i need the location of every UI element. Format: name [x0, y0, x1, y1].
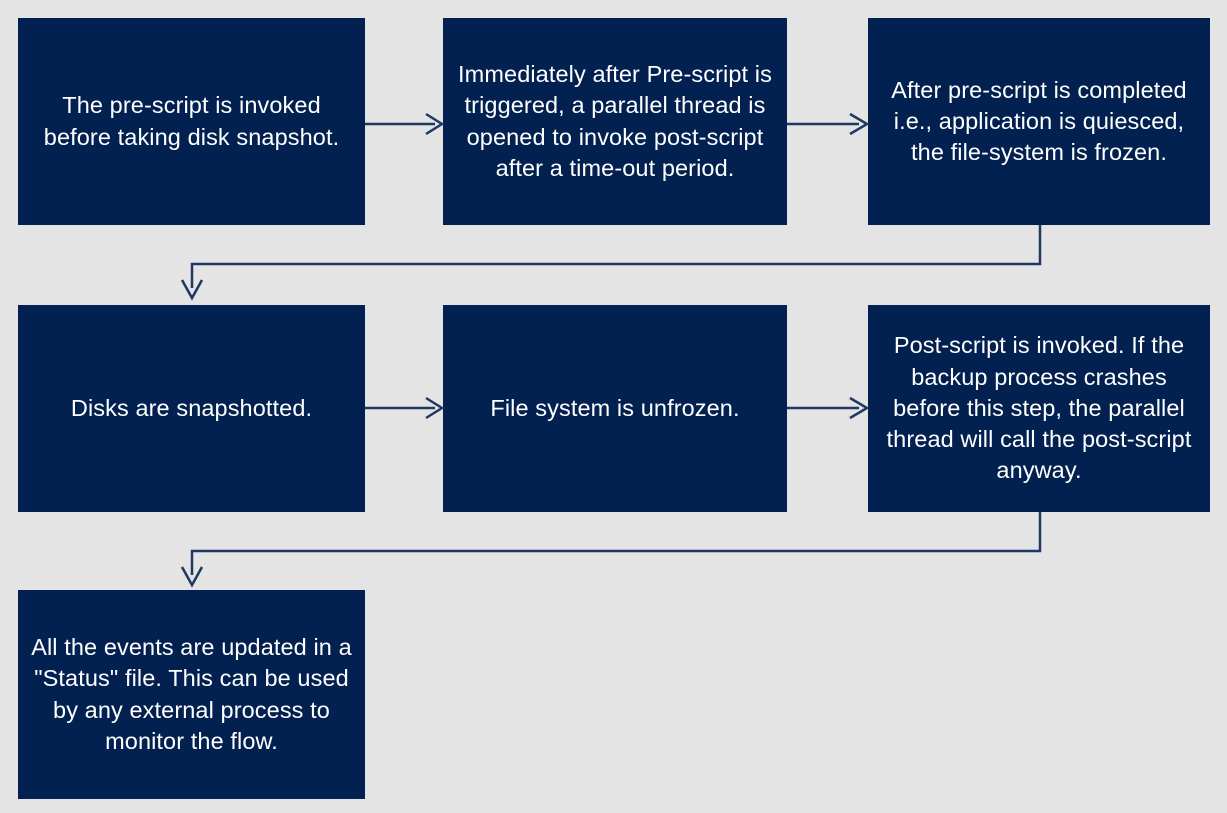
arrow-node3-to-node4	[180, 225, 1050, 310]
flow-node-file-system-frozen[interactable]: After pre-script is completed i.e., appl…	[868, 18, 1210, 225]
flow-node-label: Disks are snapshotted.	[70, 394, 313, 421]
flow-node-pre-script-invoked[interactable]: The pre-script is invoked before taking …	[18, 18, 365, 225]
flow-node-label: The pre-script is invoked before taking …	[43, 92, 340, 150]
flow-node-post-script-invoked[interactable]: Post-script is invoked. If the backup pr…	[868, 305, 1210, 512]
arrow-node2-to-node3	[787, 108, 870, 140]
arrow-node4-to-node5	[365, 392, 445, 424]
arrow-node1-to-node2	[365, 108, 445, 140]
flow-node-status-file-updated[interactable]: All the events are updated in a "Status"…	[18, 590, 365, 799]
flow-node-label: All the events are updated in a "Status"…	[31, 634, 352, 754]
flow-node-label: After pre-script is completed i.e., appl…	[891, 76, 1187, 166]
flow-node-label: Immediately after Pre-script is triggere…	[458, 61, 772, 181]
flow-node-label: Post-script is invoked. If the backup pr…	[886, 332, 1192, 484]
flow-node-parallel-thread-opened[interactable]: Immediately after Pre-script is triggere…	[443, 18, 787, 225]
flow-node-file-system-unfrozen[interactable]: File system is unfrozen.	[443, 305, 787, 512]
arrow-node6-to-node7	[180, 512, 1050, 597]
flow-node-label: File system is unfrozen.	[490, 394, 740, 421]
flow-node-disks-snapshotted[interactable]: Disks are snapshotted.	[18, 305, 365, 512]
arrow-node5-to-node6	[787, 392, 870, 424]
